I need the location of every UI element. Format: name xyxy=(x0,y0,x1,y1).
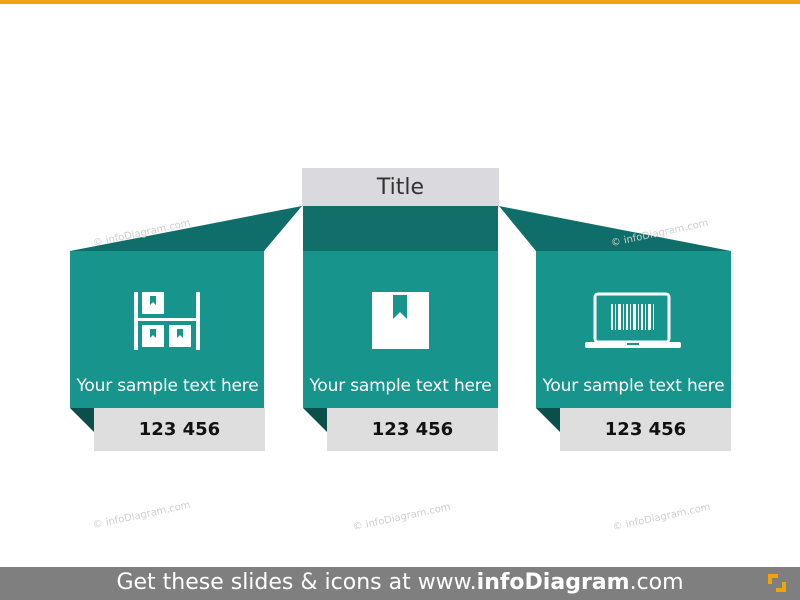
card-center-value: 123 456 xyxy=(327,408,498,451)
infodiagram-logo-icon xyxy=(768,574,786,592)
card-right-value: 123 456 xyxy=(560,408,731,451)
bookmark-box-icon xyxy=(372,292,429,349)
card-fold-left xyxy=(70,408,94,432)
card-center-text: Your sample text here xyxy=(309,376,492,396)
card-left-value: 123 456 xyxy=(94,408,265,451)
card-right-text: Your sample text here xyxy=(542,376,725,396)
left-connector xyxy=(70,206,302,251)
right-connector xyxy=(499,206,731,251)
footer-banner: Get these slides & icons at www.infoDiag… xyxy=(0,567,800,600)
top-accent-bar xyxy=(0,0,800,4)
card-fold-right xyxy=(536,408,560,432)
warehouse-boxes-icon xyxy=(134,292,200,350)
footer-text[interactable]: Get these slides & icons at www.infoDiag… xyxy=(116,570,684,595)
card-left-text: Your sample text here xyxy=(76,376,259,396)
card-fold-center xyxy=(303,408,327,432)
center-header-band xyxy=(303,206,498,251)
title-box: Title xyxy=(302,168,499,206)
laptop-barcode-icon xyxy=(585,292,681,348)
card-left xyxy=(70,251,264,408)
footer-brand: infoDiagram xyxy=(476,570,630,595)
